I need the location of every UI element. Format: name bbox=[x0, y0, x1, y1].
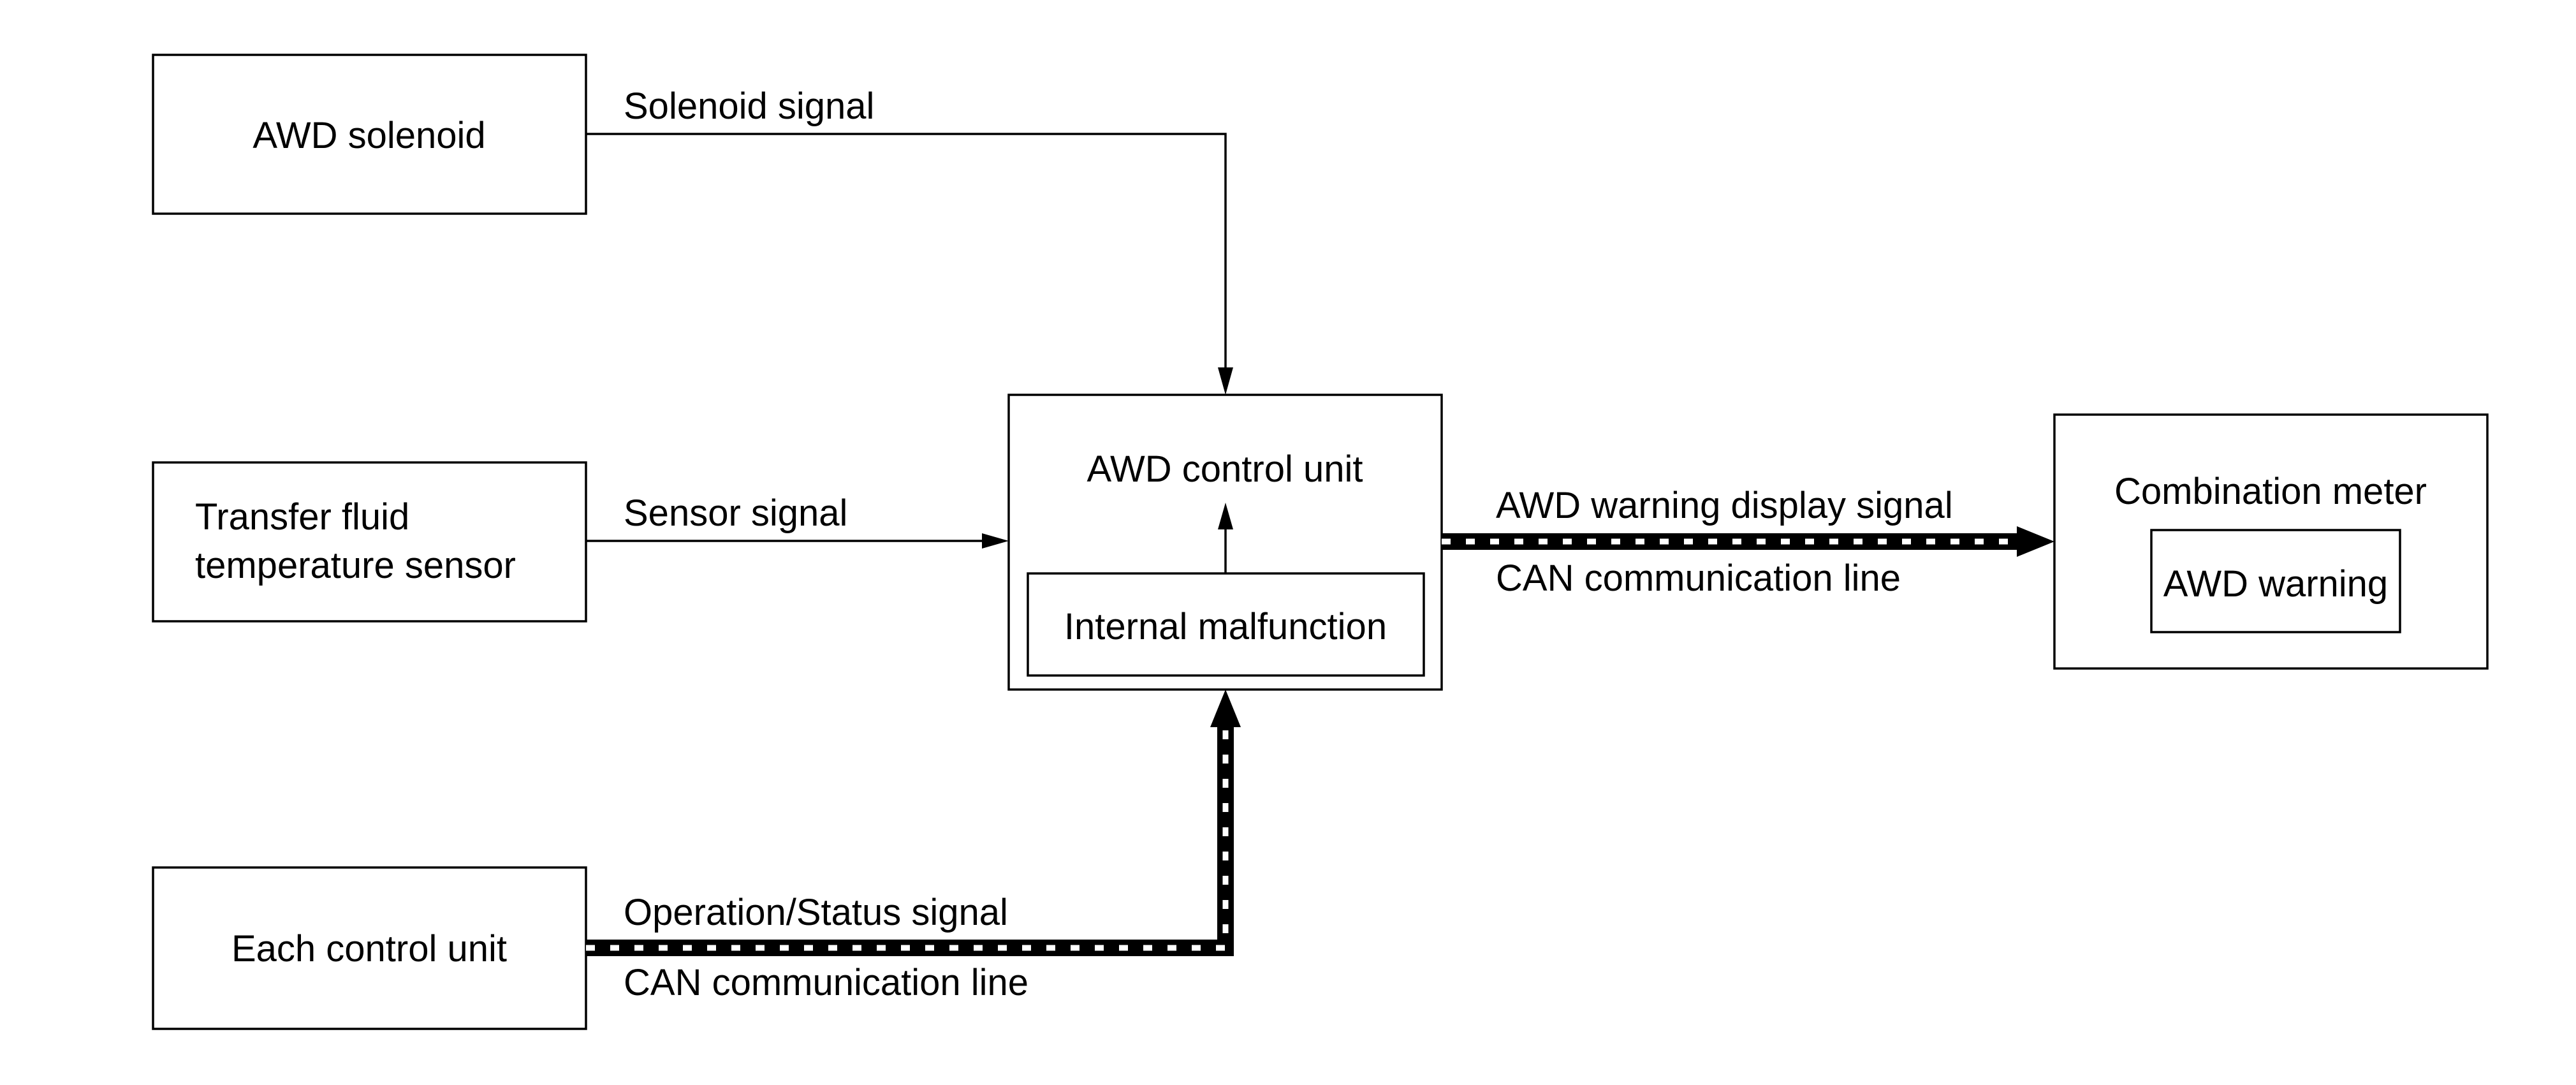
transfer-sensor-label-line2: temperature sensor bbox=[195, 545, 516, 586]
sensor-signal-connector: Sensor signal bbox=[586, 492, 1009, 549]
can-line-bottom-outer bbox=[586, 726, 1234, 956]
solenoid-signal-connector: Solenoid signal bbox=[586, 85, 1233, 395]
solenoid-signal-line bbox=[586, 133, 1227, 369]
combination-meter-label: Combination meter bbox=[2114, 471, 2427, 512]
sensor-signal-label: Sensor signal bbox=[624, 492, 847, 534]
awd-solenoid-label: AWD solenoid bbox=[252, 115, 485, 156]
internal-malfunction-label: Internal malfunction bbox=[1064, 606, 1387, 647]
can-line-right-label: CAN communication line bbox=[1496, 557, 1901, 599]
awd-warning-box bbox=[2150, 529, 2401, 633]
transfer-sensor-label-line1: Transfer fluid bbox=[195, 496, 409, 538]
awd-control-unit-label: AWD control unit bbox=[1087, 448, 1363, 490]
each-control-unit-block: Each control unit bbox=[152, 866, 587, 1030]
each-control-unit-label: Each control unit bbox=[231, 928, 507, 970]
solenoid-signal-arrowhead bbox=[1218, 367, 1233, 395]
awd-warning-display-signal-label: AWD warning display signal bbox=[1496, 485, 1953, 526]
awd-solenoid-block: AWD solenoid bbox=[152, 54, 587, 215]
combination-meter-block: Combination meter AWD warning bbox=[2053, 413, 2489, 670]
awd-warning-label: AWD warning bbox=[2163, 563, 2388, 605]
sensor-signal-arrowhead bbox=[982, 533, 1009, 549]
can-line-right-arrowhead bbox=[2017, 526, 2054, 557]
internal-malfunction-box bbox=[1027, 572, 1425, 677]
internal-malfunction-arrowhead bbox=[1218, 503, 1233, 529]
operation-status-signal-label: Operation/Status signal bbox=[624, 892, 1008, 933]
awd-solenoid-box bbox=[152, 54, 587, 215]
each-control-unit-box bbox=[152, 866, 587, 1030]
can-line-bottom-arrowhead bbox=[1210, 690, 1241, 727]
can-line-bottom-label: CAN communication line bbox=[624, 962, 1028, 1003]
can-line-bottom-connector: Operation/Status signal CAN communicatio… bbox=[586, 690, 1241, 1003]
internal-malfunction-connector bbox=[1218, 503, 1233, 573]
transfer-fluid-temperature-sensor-box bbox=[152, 461, 587, 623]
solenoid-signal-label: Solenoid signal bbox=[624, 85, 874, 127]
can-line-right-connector: AWD warning display signal CAN communica… bbox=[1442, 485, 2054, 599]
transfer-fluid-temperature-sensor-block: Transfer fluid temperature sensor bbox=[152, 461, 587, 623]
